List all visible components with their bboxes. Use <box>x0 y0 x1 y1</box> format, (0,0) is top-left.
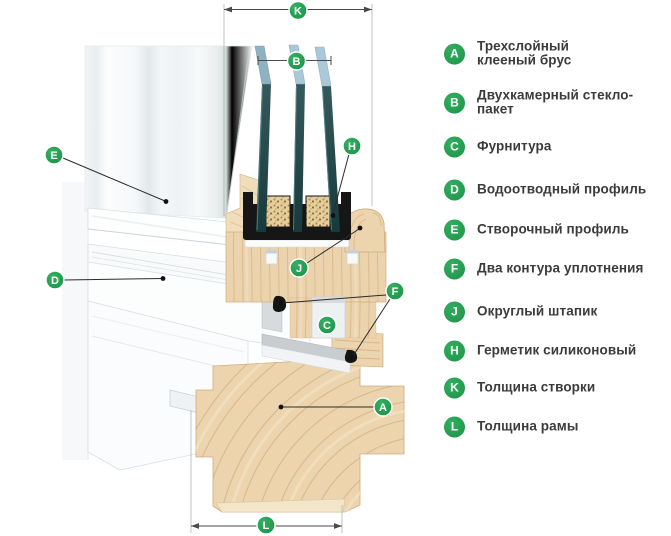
pointer-lines <box>62 153 391 408</box>
svg-text:J: J <box>296 263 302 275</box>
marker-A: A <box>373 397 393 417</box>
svg-text:F: F <box>392 286 399 298</box>
svg-text:H: H <box>348 141 356 153</box>
marker-H: H <box>342 136 362 156</box>
svg-text:D: D <box>51 275 59 287</box>
pointer-dots <box>160 199 363 410</box>
glass-pane-large <box>84 45 253 219</box>
svg-text:L: L <box>263 520 270 532</box>
marker-K: K <box>288 0 308 21</box>
marker-J: J <box>289 258 309 278</box>
marker-L: L <box>256 515 276 535</box>
marker-B: B <box>286 51 307 71</box>
marker-C: C <box>317 315 337 335</box>
svg-text:C: C <box>323 320 331 332</box>
svg-text:B: B <box>293 56 301 68</box>
svg-text:E: E <box>50 150 57 162</box>
marker-F: F <box>385 281 405 301</box>
glazing-unit <box>243 44 351 240</box>
svg-text:A: A <box>379 402 387 414</box>
marker-D: D <box>45 270 65 290</box>
diagram-markers: K B E H D J F C <box>44 0 405 535</box>
left-frame-faces <box>62 182 89 460</box>
svg-text:K: K <box>294 6 302 18</box>
marker-E: E <box>44 145 64 165</box>
